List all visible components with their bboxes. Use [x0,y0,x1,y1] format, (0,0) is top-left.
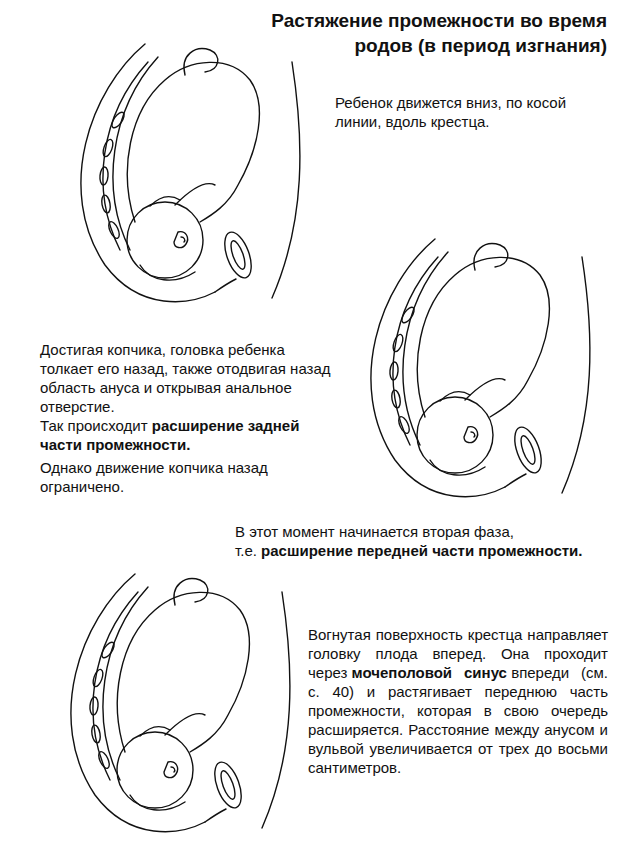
text-paragraph: Вогнутая поверхность крестца направляет … [308,625,608,777]
emphasis-text: расширение передней части промежности. [261,542,582,559]
text-paragraph: Однако движение копчика назад ограничено… [40,458,340,496]
page-title: Растяжение промежности во время родов (в… [215,8,607,58]
text-paragraph: Ребенок движется вниз, по косой линии, в… [335,93,605,131]
birth-stage-figure [71,574,290,832]
body-text: Ребенок движется вниз, по косой линии, в… [335,94,566,130]
birth-stage-figure [371,239,590,497]
text-paragraph: Достигая копчика, головка ребенка толкае… [40,340,340,454]
text-line: В этот момент начинается вторая фаза, т.… [235,522,607,560]
text-line: Вогнутая поверхность крестца направляет … [308,625,608,777]
emphasis-text: мочеполовой синус [352,664,507,681]
body-text: Так происходит [40,417,148,434]
body-text: Однако движение копчика назад ограничено… [40,459,268,495]
text-line: Однако движение копчика назад ограничено… [40,458,340,496]
text-line: Так происходитрасширение задней части пр… [40,416,340,454]
text-line: Ребенок движется вниз, по косой линии, в… [335,93,605,131]
text-paragraph: В этот момент начинается вторая фаза, т.… [235,522,607,560]
text-line: Достигая копчика, головка ребенка толкае… [40,340,340,416]
birth-stage-figure [81,44,300,302]
body-text: Достигая копчика, головка ребенка толкае… [40,341,331,415]
